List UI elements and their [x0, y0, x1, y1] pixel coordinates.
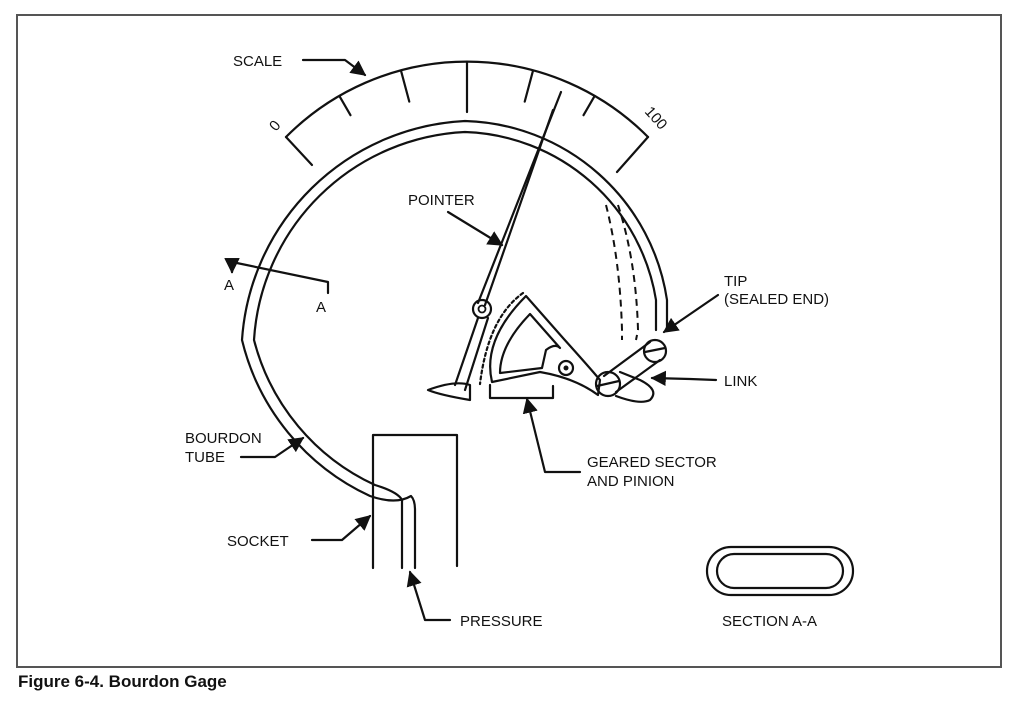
link-screw-lower	[594, 370, 622, 398]
pointer-pivot	[471, 298, 493, 320]
pressure-label: PRESSURE	[460, 613, 543, 630]
gear-teeth	[478, 291, 525, 386]
geared-sector-leader-arrow	[522, 397, 582, 474]
geared-sector-label-line2: AND PINION	[587, 473, 675, 490]
scale-tick	[582, 95, 596, 117]
scale-ticks	[338, 60, 596, 117]
scale-tick	[523, 69, 535, 103]
socket	[371, 433, 459, 570]
link-screw-upper	[642, 338, 668, 364]
pointer-label: POINTER	[408, 192, 475, 209]
scale-dial: 0 100	[266, 60, 670, 174]
sector-pivot	[557, 359, 575, 377]
section-a-a-label: SECTION A-A	[722, 613, 817, 630]
scale-min-label: 0	[266, 117, 284, 134]
scale-leader-arrow	[301, 58, 367, 77]
tip-leader-arrow	[662, 293, 720, 334]
pointer-leader-arrow	[446, 210, 504, 247]
figure-frame	[16, 14, 1002, 668]
bourdon-tube-label-line2: TUBE	[185, 449, 225, 466]
link-label: LINK	[724, 373, 757, 390]
scale-tick	[338, 95, 352, 117]
pointer	[426, 90, 563, 402]
bourdon-tube	[240, 119, 669, 570]
socket-label: SOCKET	[227, 533, 289, 550]
geared-sector-label-line1: GEARED SECTOR	[587, 454, 717, 471]
bourdon-tube-leader-arrow	[239, 436, 305, 459]
section-cut-line: A A	[224, 258, 330, 316]
scale-tick	[399, 69, 411, 103]
section-a-a-shape	[705, 545, 855, 597]
figure-caption: Figure 6-4. Bourdon Gage	[18, 672, 227, 691]
geared-sector	[478, 291, 602, 400]
scale-max-label: 100	[641, 103, 670, 133]
tip-label-line2: (SEALED END)	[724, 291, 829, 308]
pressure-leader-arrow	[406, 570, 452, 622]
bourdon-tube-label-line1: BOURDON	[185, 430, 262, 447]
tube-displaced-outline	[605, 204, 640, 341]
section-marker-left: A	[224, 277, 234, 294]
section-marker-right: A	[316, 299, 326, 316]
scale-left-end	[284, 135, 314, 167]
tip-label-line1: TIP	[724, 273, 747, 290]
link-leader-arrow	[650, 370, 718, 387]
link	[594, 338, 668, 403]
scale-label: SCALE	[233, 53, 282, 70]
scale-right-end	[615, 135, 650, 174]
socket-leader-arrow	[310, 514, 372, 542]
